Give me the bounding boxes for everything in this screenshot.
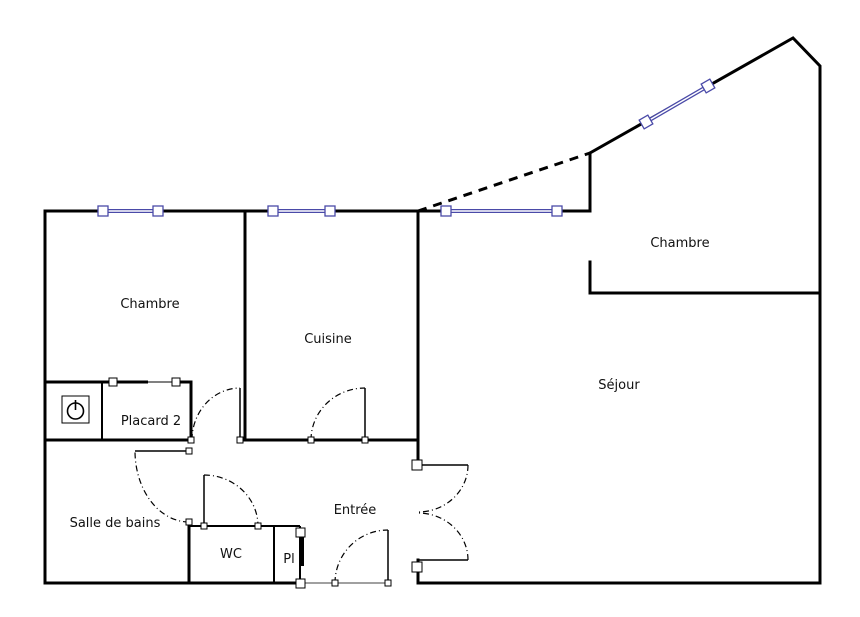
door-pl xyxy=(295,527,306,566)
placard-sliding-door xyxy=(108,377,181,387)
label-placard-2: Placard 2 xyxy=(121,414,181,429)
room-labels: Chambre Cuisine Chambre Séjour Placard 2… xyxy=(70,236,710,567)
label-chambre-1: Chambre xyxy=(120,297,179,312)
window-cuisine xyxy=(267,205,336,217)
label-salle-de-bains: Salle de bains xyxy=(70,516,161,531)
door-sejour-double xyxy=(411,459,469,561)
door-cuisine xyxy=(307,387,369,444)
walls xyxy=(43,36,822,585)
windows xyxy=(97,78,716,387)
label-pl: Pl xyxy=(283,552,294,567)
label-chambre-2: Chambre xyxy=(650,236,709,251)
label-entree: Entrée xyxy=(334,503,377,518)
label-wc: WC xyxy=(220,547,242,562)
wall-right-bedroom xyxy=(588,36,822,585)
label-cuisine: Cuisine xyxy=(304,332,352,347)
window-chambre-2 xyxy=(638,78,716,130)
door-wc xyxy=(200,474,262,530)
wall-dashed-slope xyxy=(417,151,591,213)
door-entree xyxy=(295,529,423,589)
doors xyxy=(134,387,469,589)
window-chambre xyxy=(97,205,164,217)
door-chambre xyxy=(187,387,244,444)
door-salle-de-bains xyxy=(134,447,193,526)
window-sejour xyxy=(440,205,563,217)
wall-bedroom-inner xyxy=(588,260,822,295)
power-symbol-icon xyxy=(61,395,90,424)
label-sejour: Séjour xyxy=(598,378,640,393)
